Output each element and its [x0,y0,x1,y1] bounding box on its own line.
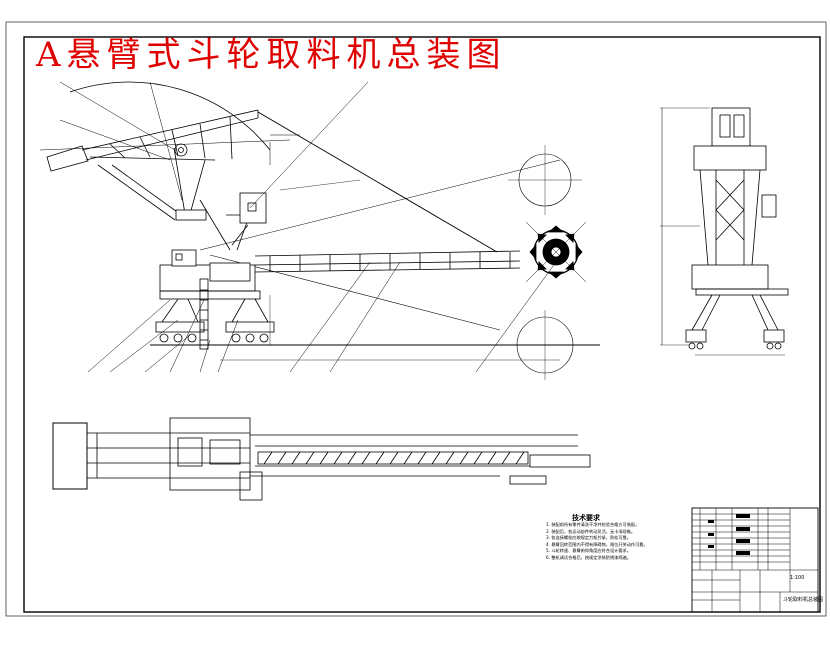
tech-note: 6. 整机调试合格后，按规定涂装防锈漆两遍。 [546,554,631,560]
tech-note: 2. 装配后，各运动部件转动灵活，无卡滞现象。 [546,528,636,534]
tower-structure [159,192,267,300]
outer-frame [5,21,827,617]
drawing-title: A悬臂式斗轮取料机总装图 [36,35,507,75]
bucket-wheel-boom [254,250,521,273]
bucket-wheel [525,221,587,283]
front-elevation-view [660,107,789,356]
tech-note: 4. 悬臂回转范围内不得有障碍物，限位开关动作可靠。 [546,541,648,547]
title-block-drawing-name: 斗轮取料机总装图 [783,597,824,603]
counterweight-boom [46,109,259,221]
title-block [691,507,819,613]
tech-note: 3. 各连接螺栓应按规定力矩拧紧，防松可靠。 [546,535,631,541]
technical-requirements-heading: 技术要求 [572,514,600,522]
inner-frame [23,36,821,613]
leader-lines [59,81,557,373]
side-elevation-view [39,81,600,380]
plan-view [52,417,591,501]
tech-note: 5. 斗轮转速、悬臂俯仰角度应符合设计要求。 [546,548,631,554]
title-block-scale: 1:100 [790,575,805,581]
tech-note: 1. 装配前所有零件清洗干净并检验合格方可装配。 [546,522,640,527]
portal-undercarriage [155,278,275,350]
technical-requirements-notes: 1. 装配前所有零件清洗干净并检验合格方可装配。 2. 装配后，各运动部件转动灵… [546,522,674,562]
